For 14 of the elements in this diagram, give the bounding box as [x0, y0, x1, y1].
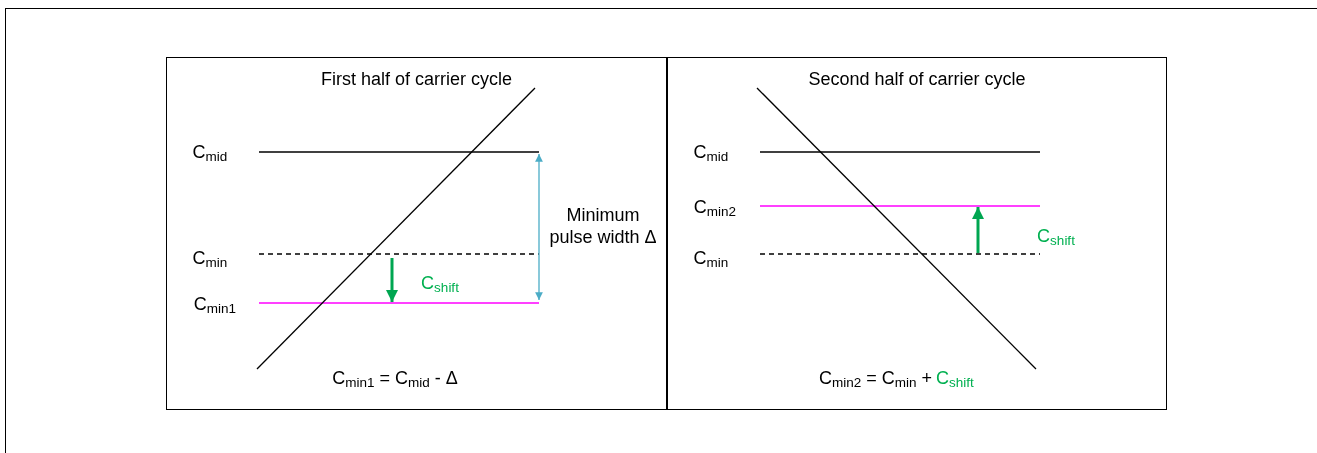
level-label: C$_{mid}$ [693, 141, 729, 163]
panel [667, 57, 1167, 410]
formula-text: C$_{min1}$ = C$_{mid}$ - Δ [332, 367, 458, 389]
level-label: C$_{min1}$ [193, 293, 237, 315]
dimension-label: Minimum pulse width Δ [548, 204, 658, 248]
formula-text: C$_{shift}$ [936, 367, 974, 389]
formula-text: C$_{min2}$ = C$_{min}$ + [818, 367, 932, 389]
shift-label: C$_{shift}$ [1037, 225, 1075, 247]
level-label: C$_{min2}$ [693, 196, 737, 218]
level-label: C$_{min}$ [192, 247, 228, 269]
level-label: C$_{min}$ [693, 247, 729, 269]
shift-label: C$_{shift}$ [421, 272, 459, 294]
panel [166, 57, 667, 410]
level-label: C$_{mid}$ [192, 141, 228, 163]
